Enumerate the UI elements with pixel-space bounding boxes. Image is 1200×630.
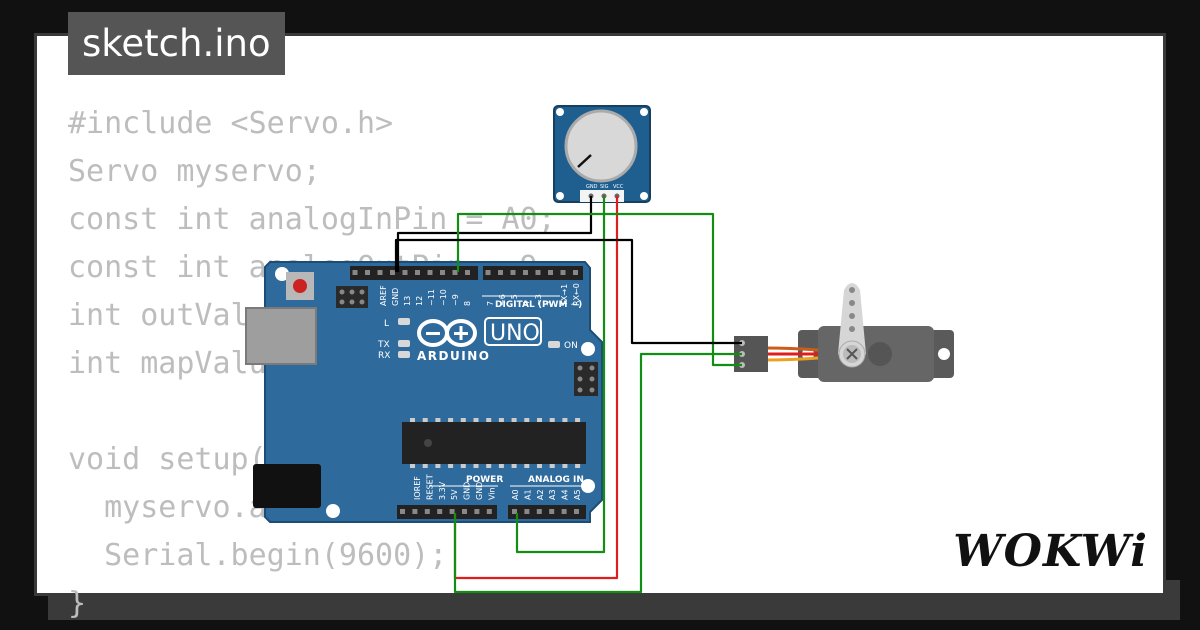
code-line: } xyxy=(68,586,87,621)
servo-motor[interactable] xyxy=(734,283,954,382)
digital-header-left xyxy=(350,266,478,280)
file-tab[interactable]: sketch.ino xyxy=(68,12,285,75)
board-model: UNO xyxy=(490,321,540,346)
analog-pin-label: A2 xyxy=(536,489,545,500)
top-pin-label: ~6 xyxy=(498,294,507,306)
led-l xyxy=(398,318,410,325)
arduino-infinity-icon xyxy=(417,319,477,347)
wire-pot-sig[interactable] xyxy=(515,196,606,554)
wire-pin9-servo[interactable] xyxy=(456,212,742,367)
power-pin-label: Vin xyxy=(487,487,496,500)
led-tx-label: TX xyxy=(377,340,390,350)
analog-pin-label: A0 xyxy=(511,489,520,500)
analog-pin-label: A1 xyxy=(523,489,532,500)
analog-header-label: ANALOG IN xyxy=(528,475,584,485)
wire-5v-servo[interactable] xyxy=(453,352,742,594)
atmega-chip xyxy=(402,422,586,464)
top-pin-label: 12 xyxy=(415,296,424,306)
power-pin-label: IOREF xyxy=(413,476,422,500)
top-pin-label: GND xyxy=(391,288,400,306)
analog-header xyxy=(508,505,586,519)
top-pin-label: 8 xyxy=(463,301,472,306)
wire-pot-gnd[interactable] xyxy=(396,196,593,272)
power-pin-label: 5V xyxy=(450,489,459,500)
code-line: Serial.begin(9600); xyxy=(68,538,448,573)
code-line: Servo myservo; xyxy=(68,154,321,189)
wire-gnd-servo[interactable] xyxy=(394,238,742,345)
wokwi-logo: WOKWi xyxy=(953,526,1148,577)
led-on xyxy=(548,341,560,348)
led-on-label: ON xyxy=(564,341,578,351)
top-pin-label: ~11 xyxy=(427,289,436,306)
top-pin-label: 4 xyxy=(522,301,531,306)
top-pin-label: 13 xyxy=(403,296,412,306)
power-pin-label: GND xyxy=(463,482,472,500)
analog-pin-label: A5 xyxy=(573,489,582,500)
led-tx xyxy=(398,340,410,347)
top-pin-label: ~5 xyxy=(510,294,519,306)
top-pin-label: ~3 xyxy=(534,294,543,306)
top-pin-label: AREF xyxy=(379,285,388,306)
led-l-label: L xyxy=(384,319,389,329)
digital-header-right xyxy=(483,266,583,280)
code-line: #include <Servo.h> xyxy=(68,106,394,141)
pot-pin-label: VCC xyxy=(613,184,624,190)
top-pin-label: ~10 xyxy=(439,289,448,306)
code-line: const int analogInPin = A0; xyxy=(68,202,556,237)
led-rx-label: RX xyxy=(378,351,390,361)
uno-badge xyxy=(484,317,542,346)
led-rx xyxy=(398,351,410,358)
servo-horn-icon xyxy=(838,283,866,368)
top-pin-label: 2 xyxy=(546,301,555,306)
usb-port xyxy=(245,307,317,365)
analog-pin-label: A4 xyxy=(561,489,570,500)
digital-header-label: DIGITAL (PWM ~) xyxy=(495,300,582,310)
power-pin-label: RESET xyxy=(425,474,434,500)
top-pin-label: TX→1 xyxy=(560,284,569,307)
top-pin-label: 7 xyxy=(486,301,495,306)
power-pin-label: GND xyxy=(475,482,484,500)
board-brand: ARDUINO xyxy=(417,349,490,363)
potentiometer-knob-icon[interactable] xyxy=(564,109,638,183)
power-pin-label: 3.3V xyxy=(438,481,447,500)
pot-pin-label: GND xyxy=(586,184,598,190)
power-header xyxy=(397,505,497,519)
pot-pin-label: SIG xyxy=(600,184,609,190)
power-header-label: POWER xyxy=(466,475,503,485)
top-pin-label: ~9 xyxy=(451,294,460,306)
top-pin-label: RX←0 xyxy=(572,283,581,306)
power-jack xyxy=(253,464,321,508)
analog-pin-label: A3 xyxy=(548,489,557,500)
